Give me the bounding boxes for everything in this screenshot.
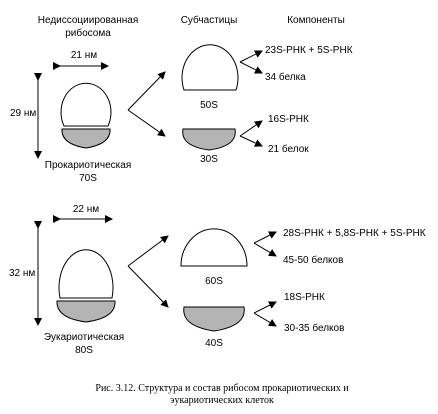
- eukaryotic-ribosome: 22 нм 32 нм Эукариотическая 80S: [9, 204, 169, 356]
- eukaryotic-sedimentation: 80S: [75, 345, 93, 356]
- subunit-30s-shape: [182, 128, 236, 151]
- arrow-50s-rna: [239, 50, 263, 63]
- arrow-30s-rna: [239, 120, 263, 137]
- component-60s-proteins: 45-50 белков: [283, 254, 343, 266]
- prokaryotic-ribosome: 21 нм 29 нм Прокариотическая 70S: [10, 50, 166, 184]
- subunit-30s-label: 30S: [200, 154, 218, 165]
- header-undissociated-line2: рибосома: [65, 27, 111, 39]
- subunit-50s-shape: [181, 44, 239, 91]
- prokaryotic-name: Прокариотическая: [45, 160, 131, 171]
- subunit-40s-shape: [183, 306, 245, 332]
- arrow-50s-proteins: [239, 61, 263, 74]
- header-undissociated-line1: Недиссоциированная: [38, 15, 138, 26]
- eukaryotic-height-label: 32 нм: [9, 268, 35, 279]
- subunit-60s-label: 60S: [205, 276, 223, 287]
- header-subunits: Субчастицы: [181, 14, 238, 26]
- arrow-30s-proteins: [239, 135, 263, 147]
- component-30s-proteins: 21 белок: [268, 143, 309, 155]
- prokaryotic-large-subunit-shape: [60, 82, 112, 127]
- component-50s-proteins: 34 белка: [265, 71, 306, 83]
- prokaryotic-width-label: 21 нм: [71, 50, 97, 61]
- subunit-60s-shape: [180, 228, 248, 267]
- subunit-40s: 40S 18S-РНК 30-35 белков: [183, 292, 344, 349]
- arrow-60s-proteins: [253, 242, 277, 257]
- subunit-40s-label: 40S: [205, 338, 223, 349]
- subunit-50s-label: 50S: [200, 100, 218, 111]
- arrow-40s-rna: [253, 301, 277, 314]
- arrow-60s-rna: [253, 231, 277, 244]
- prokaryotic-branch-arrow-small: [127, 109, 166, 137]
- eukaryotic-small-subunit-shape: [56, 300, 116, 323]
- prokaryotic-height-label: 29 нм: [10, 108, 36, 119]
- subunit-50s: 50S 23S-РНК + 5S-РНК 34 белка: [181, 44, 353, 111]
- header-components: Компоненты: [287, 15, 345, 26]
- prokaryotic-small-subunit-shape: [61, 128, 111, 149]
- prokaryotic-sedimentation: 70S: [79, 173, 97, 184]
- figure-caption-line2: эукариотических клеток: [170, 395, 274, 406]
- arrow-40s-proteins: [253, 312, 277, 327]
- eukaryotic-name: Эукариотическая: [44, 332, 124, 343]
- component-50s-rna: 23S-РНК + 5S-РНК: [265, 45, 353, 56]
- eukaryotic-branch-arrow-small: [127, 265, 169, 308]
- component-30s-rna: 16S-РНК: [268, 114, 309, 125]
- component-40s-rna: 18S-РНК: [284, 292, 325, 303]
- subunit-60s: 60S 28S-РНК + 5,8S-РНК + 5S-РНК 45-50 бе…: [180, 228, 426, 287]
- eukaryotic-branch-arrow-large: [127, 235, 169, 267]
- subunit-30s: 30S 16S-РНК 21 белок: [182, 114, 309, 165]
- eukaryotic-width-label: 22 нм: [73, 204, 99, 215]
- prokaryotic-branch-arrow-large: [127, 71, 166, 111]
- figure-caption-line1: Рис. 3.12. Структура и состав рибосом пр…: [95, 383, 349, 394]
- eukaryotic-large-subunit-shape: [58, 249, 114, 299]
- component-40s-proteins: 30-35 белков: [284, 322, 344, 334]
- component-60s-rna: 28S-РНК + 5,8S-РНК + 5S-РНК: [283, 228, 426, 239]
